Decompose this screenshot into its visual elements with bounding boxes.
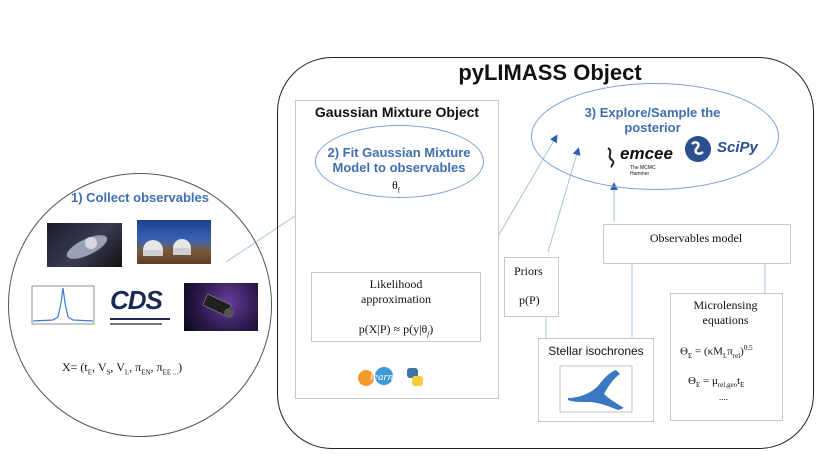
sklearn-text: learn xyxy=(370,371,394,383)
python-logo xyxy=(404,366,426,388)
theta-f: θf xyxy=(392,178,401,195)
likelihood-box xyxy=(311,272,481,342)
observables-model-label: Observables model xyxy=(649,231,743,245)
likelihood-label: Likelihood approximation xyxy=(313,277,479,307)
fit-title-line2: Model to observables xyxy=(332,160,466,175)
emcee-logo: emcee The MCMC Hammer xyxy=(604,144,674,177)
posterior-title-line2: posterior xyxy=(624,120,681,135)
microlensing-box xyxy=(670,293,783,421)
lightcurve-plot-image xyxy=(28,283,98,329)
observatory-image xyxy=(137,220,211,264)
fit-title-line1: 2) Fit Gaussian Mixture xyxy=(327,145,471,160)
microlensing-dots: .... xyxy=(719,392,728,402)
microlensing-line1: Microlensing xyxy=(693,298,758,312)
posterior-ellipse xyxy=(531,83,779,190)
spitzer-image xyxy=(184,283,258,331)
gaussian-mixture-title: Gaussian Mixture Object xyxy=(314,104,480,120)
pylimass-title: pyLIMASS Object xyxy=(458,60,642,85)
emcee-subtitle: The MCMC Hammer xyxy=(630,165,656,177)
emcee-text: emcee xyxy=(620,144,673,163)
isochrones-box xyxy=(538,338,654,422)
collect-circle xyxy=(8,173,272,437)
scipy-logo: SciPy xyxy=(684,135,766,163)
collect-title: 1) Collect observables xyxy=(71,190,209,205)
microlensing-line2: equations xyxy=(702,313,749,327)
likelihood-line1: Likelihood xyxy=(369,277,423,291)
posterior-title: 3) Explore/Sample the posterior xyxy=(560,105,745,135)
collect-formula-text: X= (tE, VS, VL, πEN, πEE ...) xyxy=(62,360,183,377)
priors-box xyxy=(504,257,559,317)
likelihood-formula: p(X|P) ≈ p(y|θf) xyxy=(358,322,434,339)
microlensing-title: Microlensing equations xyxy=(670,298,781,328)
gaia-satellite-image xyxy=(47,223,122,267)
isochrone-plot-image xyxy=(558,364,636,416)
collect-formula: X= (tE, VS, VL, πEN, πEE ...) xyxy=(62,360,222,376)
scipy-text: SciPy xyxy=(717,139,758,156)
fit-title: 2) Fit Gaussian Mixture Model to observa… xyxy=(320,145,478,175)
priors-formula: p(P) xyxy=(519,293,540,307)
likelihood-line2: approximation xyxy=(361,292,431,306)
priors-label: Priors xyxy=(514,264,543,278)
sklearn-logo: learn xyxy=(356,366,398,388)
microlensing-eq1: ΘE = (κMLπrel)0.5 xyxy=(680,344,753,360)
pylimass-container xyxy=(277,57,814,449)
microlensing-eq2: ΘE = μrel,geotE xyxy=(688,375,745,390)
fit-ellipse xyxy=(315,125,484,198)
posterior-title-line1: 3) Explore/Sample the xyxy=(584,105,721,120)
observables-model-box xyxy=(603,224,791,264)
cds-logo-text: CDS xyxy=(110,285,163,315)
cds-logo: CDS xyxy=(110,285,174,329)
isochrones-label: Stellar isochrones xyxy=(548,344,644,358)
